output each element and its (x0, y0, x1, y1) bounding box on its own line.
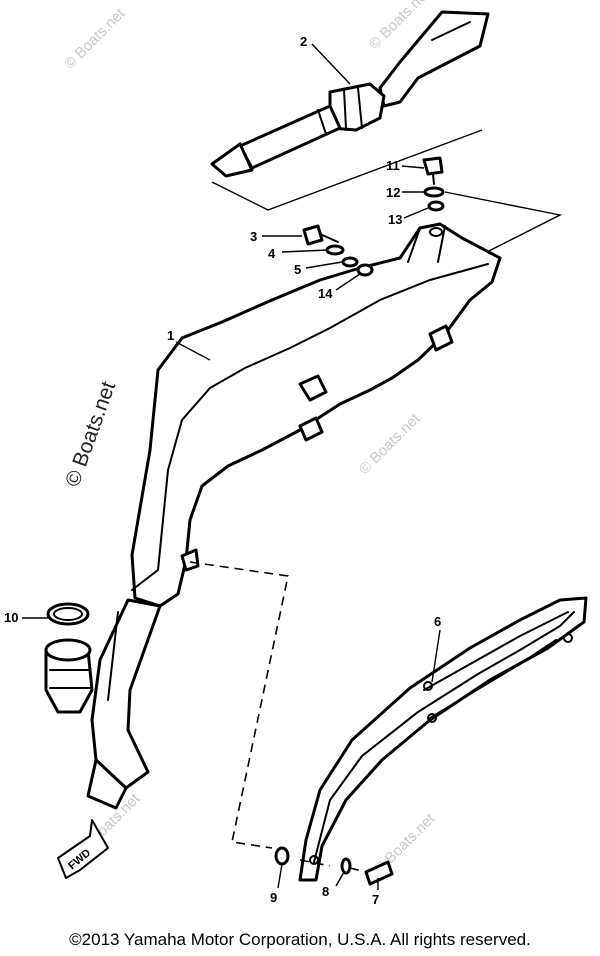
part-6-heat-protector (298, 596, 588, 882)
forward-arrow-icon: FWD (57, 819, 109, 879)
watermark: © Boats.net (61, 5, 129, 73)
callout-2: 2 (300, 34, 307, 49)
callout-6: 6 (434, 614, 441, 629)
callout-5: 5 (294, 262, 301, 277)
callout-3: 3 (250, 229, 257, 244)
watermark: © Boats.net (356, 410, 424, 478)
callout-12: 12 (386, 185, 400, 200)
callout-13: 13 (388, 212, 402, 227)
fasteners-upper (302, 224, 374, 277)
callout-10: 10 (4, 610, 18, 625)
part-10-gasket (44, 602, 94, 714)
callout-14: 14 (318, 286, 333, 301)
alignment-lines (189, 561, 367, 873)
leader-lines (22, 43, 441, 890)
callout-4: 4 (268, 246, 276, 261)
fasteners-top (422, 156, 445, 212)
assembly-frame (211, 129, 563, 259)
watermark: © Boats.net (61, 378, 120, 489)
copyright-footer: ©2013 Yamaha Motor Corporation, U.S.A. A… (69, 930, 531, 949)
callout-7: 7 (372, 892, 379, 907)
callouts: 1 2 3 4 5 6 7 8 9 10 11 12 13 14 (4, 34, 441, 907)
part-2-tail-pipe (210, 10, 490, 178)
part-1-muffler (86, 222, 502, 810)
callout-11: 11 (386, 158, 400, 173)
callout-8: 8 (322, 884, 329, 899)
callout-9: 9 (270, 890, 277, 905)
callout-1: 1 (167, 328, 174, 343)
